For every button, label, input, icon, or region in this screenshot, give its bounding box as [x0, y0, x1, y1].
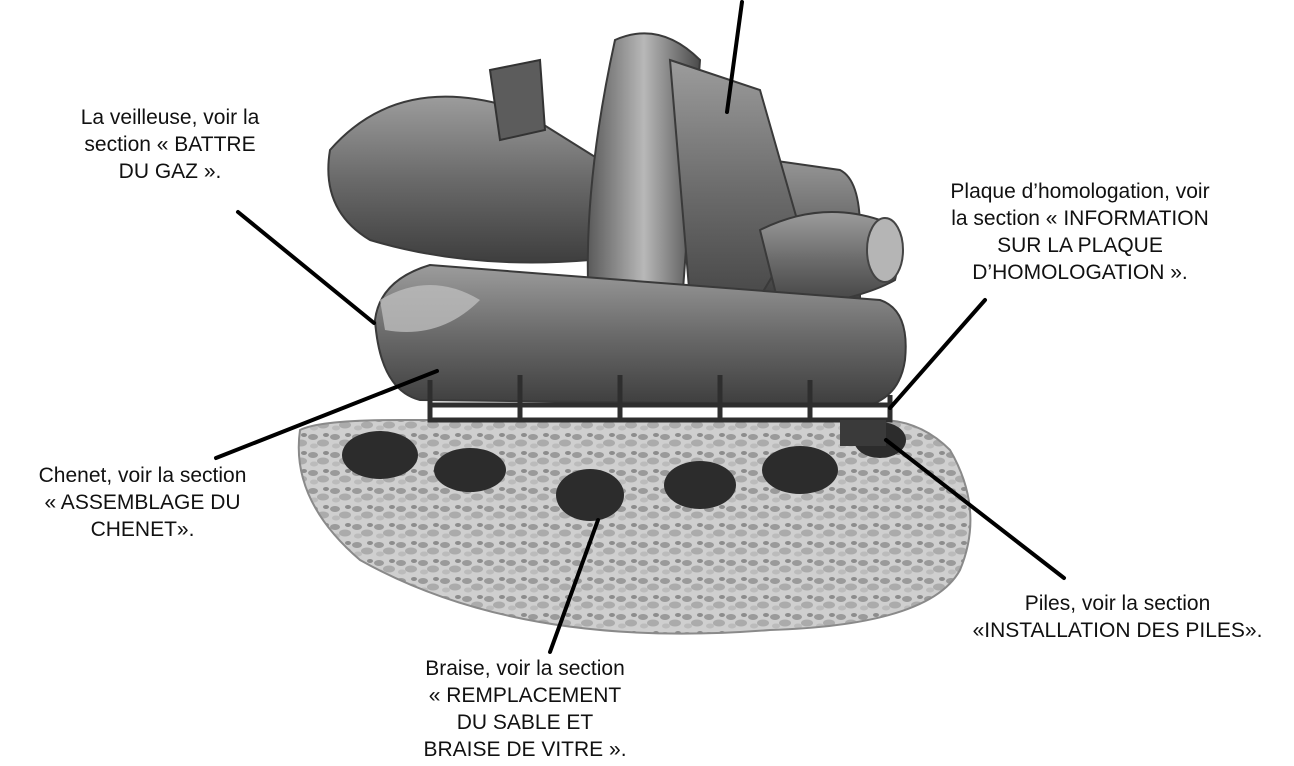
callout-line: Piles, voir la section	[950, 590, 1285, 617]
callout-braise: Braise, voir la section « REMPLACEMENT D…	[370, 655, 680, 763]
callout-piles: Piles, voir la section «INSTALLATION DES…	[950, 590, 1285, 644]
callout-line: la section « INFORMATION	[890, 205, 1270, 232]
callout-veilleuse: La veilleuse, voir la section « BATTRE D…	[10, 104, 330, 185]
callout-line: CHENET».	[0, 516, 285, 543]
back-log-left	[328, 97, 600, 263]
callout-line: SUR LA PLAQUE	[890, 232, 1270, 259]
callout-line: « REMPLACEMENT	[370, 682, 680, 709]
callout-line: «INSTALLATION DES PILES».	[950, 617, 1285, 644]
log-stub	[490, 60, 545, 140]
callout-chenet: Chenet, voir la section « ASSEMBLAGE DU …	[0, 462, 285, 543]
callout-line: Chenet, voir la section	[0, 462, 285, 489]
callout-line: D’HOMOLOGATION ».	[890, 259, 1270, 286]
callout-line: Plaque d’homologation, voir	[890, 178, 1270, 205]
callout-line: BRAISE DE VITRE ».	[370, 736, 680, 763]
callout-line: DU GAZ ».	[10, 158, 330, 185]
callout-line: La veilleuse, voir la	[10, 104, 330, 131]
battery-box	[840, 420, 886, 446]
callout-line: « ASSEMBLAGE DU	[0, 489, 285, 516]
callout-line: DU SABLE ET	[370, 709, 680, 736]
callout-line: section « BATTRE	[10, 131, 330, 158]
callout-plaque: Plaque d’homologation, voir la section «…	[890, 178, 1270, 286]
callout-line: Braise, voir la section	[370, 655, 680, 682]
